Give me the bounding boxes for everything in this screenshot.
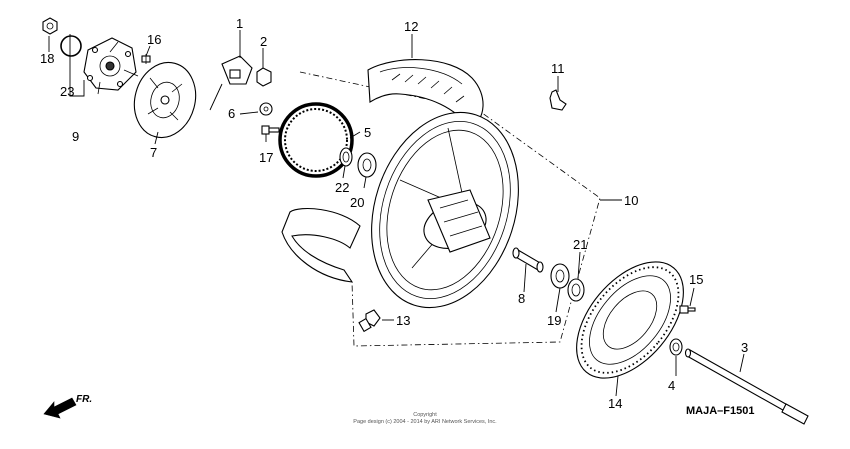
o-ring-23[interactable]: [60, 35, 82, 57]
footer-copyright: Copyright: [413, 412, 437, 418]
collar-4[interactable]: [669, 338, 683, 356]
collar-8[interactable]: [512, 247, 544, 273]
footer-page-design: Page design (c) 2004 - 2014 by ARI Netwo…: [353, 419, 497, 425]
sprocket-plate[interactable]: [126, 56, 204, 145]
callout-18: 18: [40, 51, 54, 66]
final-driven-flange[interactable]: [83, 37, 139, 95]
direction-label: FR.: [76, 394, 92, 405]
bearing-19[interactable]: [550, 263, 570, 289]
rear-wheel-rim[interactable]: [348, 93, 543, 326]
callout-23: 23: [60, 84, 74, 99]
nut-18[interactable]: [42, 17, 58, 35]
callout-21: 21: [573, 237, 587, 252]
bearing-20[interactable]: [357, 152, 377, 178]
callout-2: 2: [260, 34, 267, 49]
leader-lines: [48, 30, 745, 397]
callout-11: 11: [551, 61, 565, 76]
brake-disc[interactable]: [556, 242, 705, 398]
callout-4: 4: [668, 378, 675, 393]
tire-lower-section: [281, 207, 361, 283]
callout-17: 17: [259, 150, 273, 165]
callout-10: 10: [624, 193, 638, 208]
callout-8: 8: [518, 291, 525, 306]
balance-weight-13[interactable]: [358, 309, 381, 333]
front-direction-arrow-icon: [43, 397, 77, 419]
tire-section[interactable]: [367, 59, 484, 129]
callout-15: 15: [689, 272, 703, 287]
callout-1: 1: [236, 16, 243, 31]
tire-valve[interactable]: [549, 89, 567, 111]
callout-19: 19: [547, 313, 561, 328]
callout-12: 12: [404, 19, 418, 34]
callout-6: 6: [228, 106, 235, 121]
callout-22: 22: [335, 180, 349, 195]
callout-20: 20: [350, 195, 364, 210]
callout-7: 7: [150, 145, 157, 160]
disc-bolt-15[interactable]: [679, 305, 696, 314]
callout-5: 5: [364, 125, 371, 140]
dust-seal-22[interactable]: [339, 147, 353, 167]
callout-16: 16: [147, 32, 161, 47]
callout-14: 14: [608, 396, 622, 411]
dust-seal-21[interactable]: [567, 278, 585, 302]
callout-13: 13: [396, 313, 410, 328]
speed-sensor[interactable]: [221, 55, 253, 85]
washer-6[interactable]: [259, 102, 273, 116]
diagram-code: MAJA–F1501: [686, 405, 754, 417]
pulser-ring[interactable]: [278, 102, 354, 178]
callout-9: 9: [72, 129, 79, 144]
callout-3: 3: [741, 340, 748, 355]
bolt-17[interactable]: [261, 125, 280, 135]
nut-2[interactable]: [256, 67, 272, 87]
rear-axle[interactable]: [684, 348, 809, 425]
